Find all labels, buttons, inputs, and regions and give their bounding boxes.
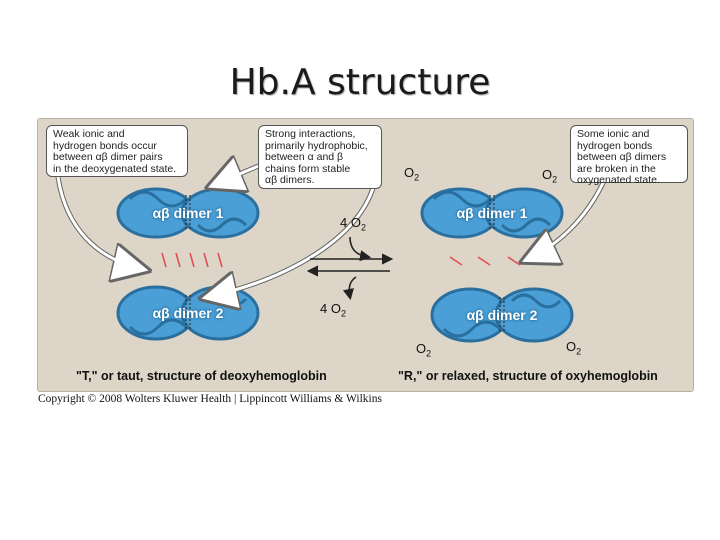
broken-bonds-pointer-inner <box>527 180 606 261</box>
strong-interactions-line: αβ dimers. <box>265 174 315 186</box>
bound-oxygen-text: O <box>566 339 577 354</box>
broken-bonds-line: hydrogen bonds <box>577 139 653 152</box>
strong-interactions-line: chains form stable <box>265 162 351 175</box>
weak-bonds-line: hydrogen bonds occur <box>53 139 157 152</box>
t-state-caption: "T," or taut, structure of deoxyhemoglob… <box>76 369 327 383</box>
r-dimer1-label: αβ dimer 1 <box>456 205 528 221</box>
forward-oxygen-label: 4 O2 <box>340 215 366 233</box>
r-ionic-bonds <box>449 256 521 266</box>
weak-bonds-pointer-inner <box>56 176 143 271</box>
broken-bonds-line: Some ionic and <box>577 128 650 140</box>
weak-bonds-line: Weak ionic and <box>53 128 125 140</box>
t-dimer2-label: αβ dimer 2 <box>152 305 224 321</box>
strong-interactions-line: between α and β <box>265 151 344 163</box>
strong-interactions-line: Strong interactions, <box>265 128 356 140</box>
strong-interactions-pointer-lower-inner <box>207 184 376 299</box>
r-dimer2-protein <box>430 287 574 343</box>
bound-oxygen-subscript: 2 <box>414 172 420 183</box>
broken-bonds-line: are broken in the <box>577 162 656 175</box>
weak-bonds-callout: Weak ionic and hydrogen bonds occur betw… <box>46 125 188 177</box>
bound-oxygen-subscript: 2 <box>426 348 432 359</box>
r-dimer2: αβ dimer 2 <box>448 293 556 341</box>
broken-bonds-callout: Some ionic and hydrogen bonds between αβ… <box>570 125 688 186</box>
dimer-interface-dots <box>185 195 505 333</box>
strong-interactions-callout: Strong interactions, primarily hydrophob… <box>258 125 382 189</box>
bound-oxygen-text: O <box>416 341 427 356</box>
bound-oxygen-text: O <box>404 165 415 180</box>
t-dimer2: αβ dimer 2 <box>134 291 242 339</box>
t-dimer1-label: αβ dimer 1 <box>152 205 224 221</box>
r-dimer2-label: αβ dimer 2 <box>466 307 538 323</box>
t-ionic-bonds <box>161 252 223 268</box>
diagram-graphics <box>55 119 607 343</box>
forward-oxygen-text: 4 O <box>340 215 361 230</box>
broken-bonds-line: oxygenated state. <box>577 174 660 186</box>
bound-oxygen-bottom-right: O2 <box>566 339 581 357</box>
forward-oxygen-subscript: 2 <box>360 222 366 233</box>
copyright-notice: Copyright © 2008 Wolters Kluwer Health |… <box>38 393 382 405</box>
weak-bonds-line: in the deoxygenated state. <box>53 162 177 175</box>
t-dimer1: αβ dimer 1 <box>134 191 242 239</box>
r-dimer1: αβ dimer 1 <box>438 191 546 239</box>
reverse-oxygen-subscript: 2 <box>340 308 346 319</box>
reverse-oxygen-label: 4 O2 <box>320 301 346 319</box>
bound-oxygen-top-right: O2 <box>542 167 557 185</box>
hemoglobin-diagram: Weak ionic and hydrogen bonds occur betw… <box>37 118 694 392</box>
bound-oxygen-bottom-left: O2 <box>416 341 431 359</box>
strong-interactions-line: primarily hydrophobic, <box>265 139 368 152</box>
slide-title: Hb.A structure <box>229 62 491 103</box>
bound-oxygen-subscript: 2 <box>576 346 582 357</box>
equilibrium-arrows <box>306 236 394 301</box>
bound-oxygen-top-left: O2 <box>404 165 419 183</box>
bound-oxygen-text: O <box>542 167 553 182</box>
bound-oxygen-subscript: 2 <box>552 174 558 185</box>
r-state-caption: "R," or relaxed, structure of oxyhemoglo… <box>398 369 658 383</box>
weak-bonds-line: between αβ dimer pairs <box>53 151 163 163</box>
reverse-oxygen-text: 4 O <box>320 301 341 316</box>
broken-bonds-line: between αβ dimers <box>577 151 667 163</box>
